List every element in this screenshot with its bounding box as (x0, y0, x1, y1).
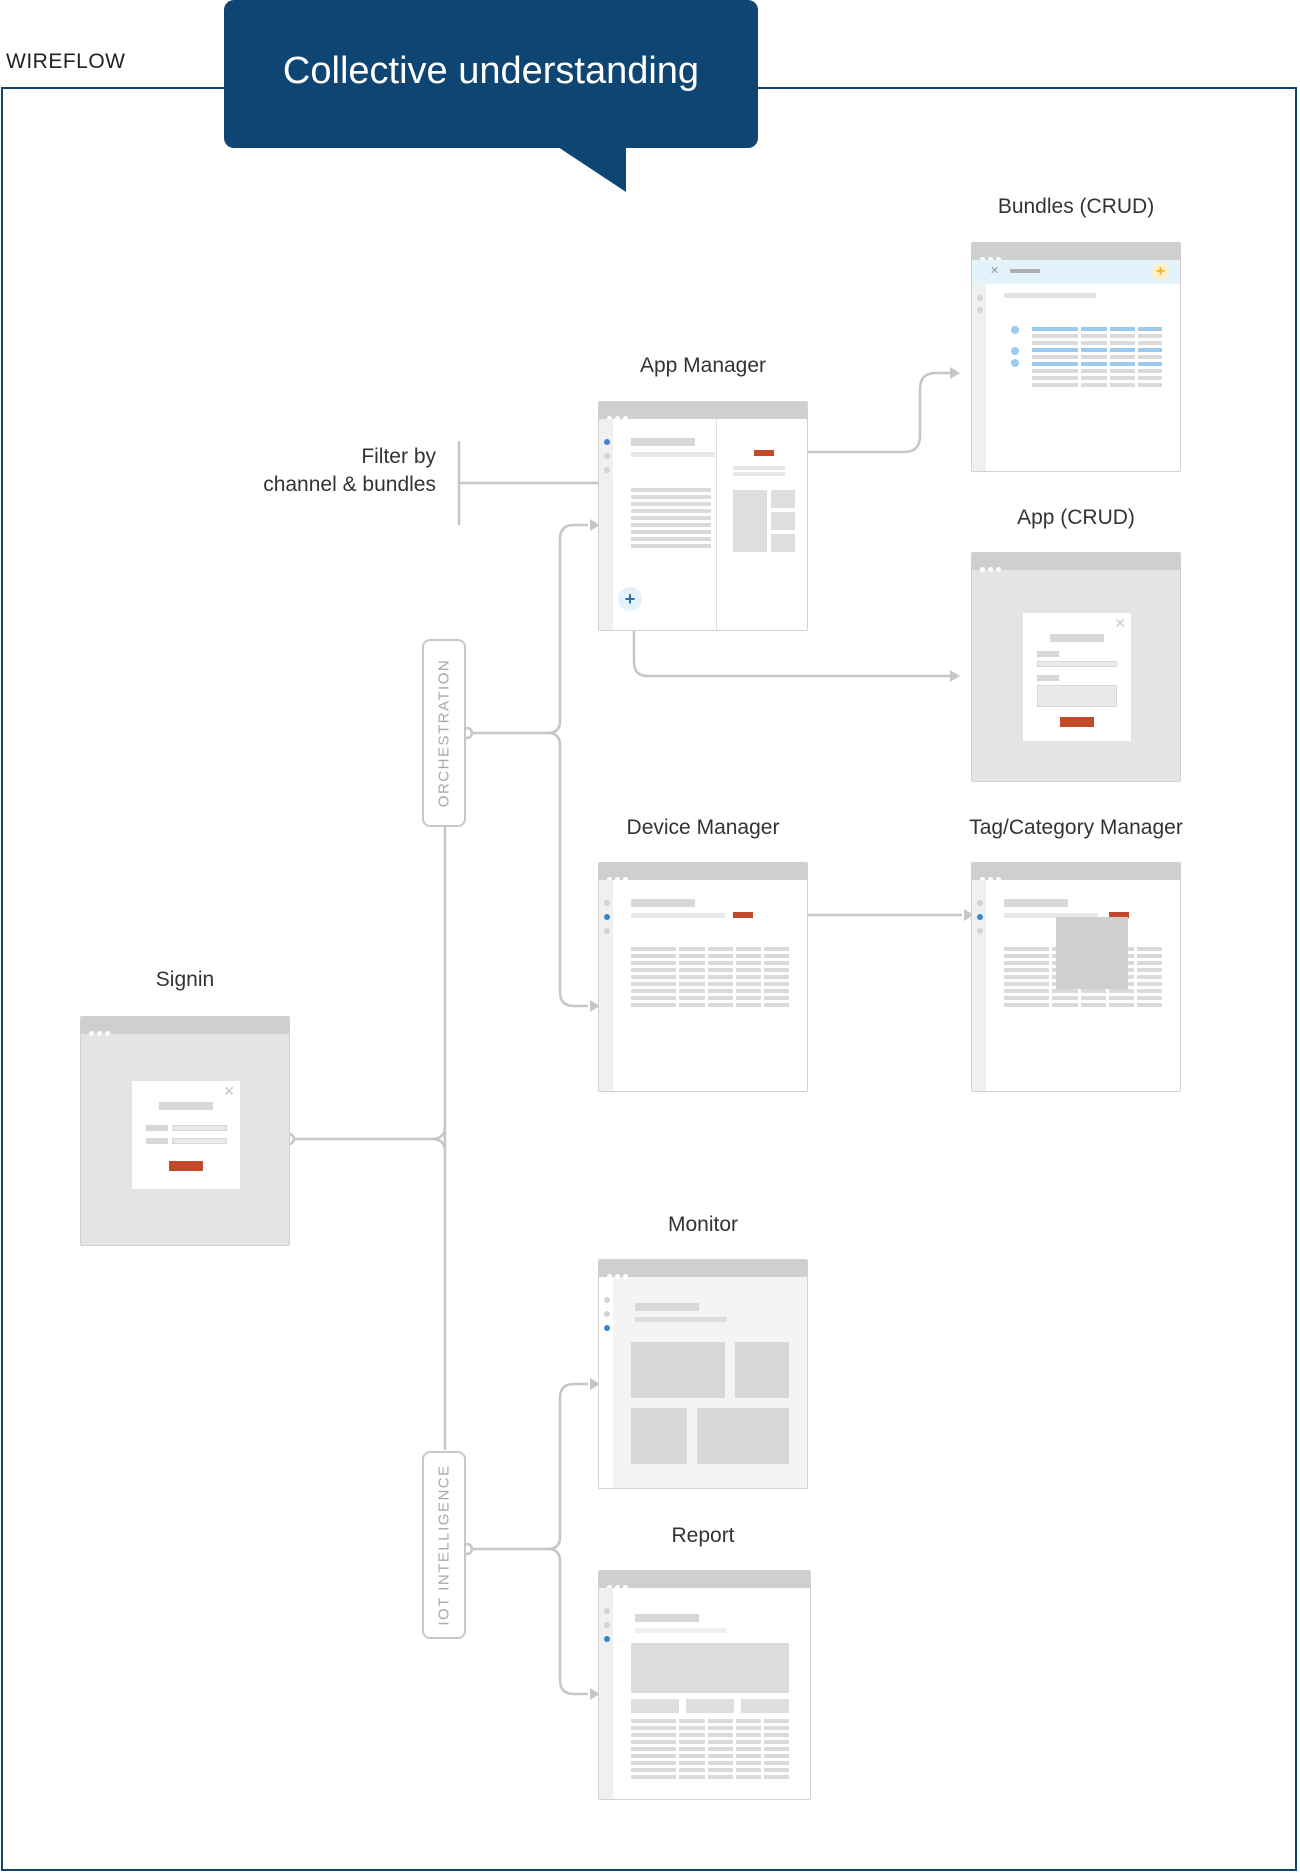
orchestration-group: ORCHESTRATION (422, 639, 466, 827)
callout-bubble (224, 0, 758, 148)
app-crud-title: App (CRUD) (1017, 506, 1135, 529)
action-button[interactable] (1109, 912, 1129, 918)
tag-category-manager-screen[interactable] (971, 862, 1181, 1092)
window-bar (599, 1571, 810, 1590)
delete-button[interactable] (754, 450, 774, 456)
device-manager-screen[interactable] (598, 862, 808, 1092)
check-icon[interactable] (1011, 347, 1019, 355)
app-dialog: ✕ (1023, 613, 1131, 741)
device-manager-title: Device Manager (626, 816, 780, 839)
check-icon[interactable] (1011, 359, 1019, 367)
filter-line-1: Filter by (361, 445, 436, 468)
report-title: Report (671, 1524, 735, 1547)
check-icon[interactable] (1011, 326, 1019, 334)
plus-icon[interactable]: + (618, 587, 642, 611)
plus-icon[interactable]: + (1152, 263, 1169, 280)
action-button[interactable] (733, 912, 753, 918)
close-icon[interactable]: ✕ (990, 265, 1000, 277)
window-bar (599, 863, 807, 882)
monitor-screen[interactable] (598, 1259, 808, 1489)
bundles-crud-screen[interactable]: ✕ + (971, 242, 1181, 472)
tag-category-manager-title: Tag/Category Manager (969, 816, 1183, 839)
window-bar (599, 1260, 807, 1279)
section-label: WIREFLOW (6, 50, 126, 73)
selection-toolbar: ✕ + (972, 260, 1180, 284)
window-bar (599, 402, 807, 421)
close-icon[interactable]: ✕ (1114, 615, 1126, 631)
monitor-title: Monitor (667, 1213, 739, 1236)
iot-intelligence-group: IOT INTELLIGENCE (422, 1451, 466, 1639)
app-crud-screen[interactable]: ✕ (971, 552, 1181, 782)
callout-text: Collective understanding (282, 50, 700, 92)
app-manager-title: App Manager (639, 354, 767, 377)
window-bar (972, 243, 1180, 262)
signin-screen[interactable]: ✕ (80, 1016, 290, 1246)
signin-title: Signin (155, 968, 215, 991)
iot-intelligence-label: IOT INTELLIGENCE (435, 1464, 453, 1626)
window-bar (972, 553, 1180, 572)
signin-dialog: ✕ (132, 1081, 240, 1189)
orchestration-label: ORCHESTRATION (435, 658, 453, 808)
tag-popover (1056, 917, 1128, 989)
report-screen[interactable] (598, 1570, 811, 1800)
filter-line-2: channel & bundles (263, 473, 436, 496)
window-bar (81, 1017, 289, 1036)
filter-annotation: Filter by channel & bundles (263, 443, 436, 499)
window-bar (972, 863, 1180, 882)
close-icon: ✕ (223, 1083, 235, 1099)
bundles-crud-title: Bundles (CRUD) (997, 195, 1155, 218)
